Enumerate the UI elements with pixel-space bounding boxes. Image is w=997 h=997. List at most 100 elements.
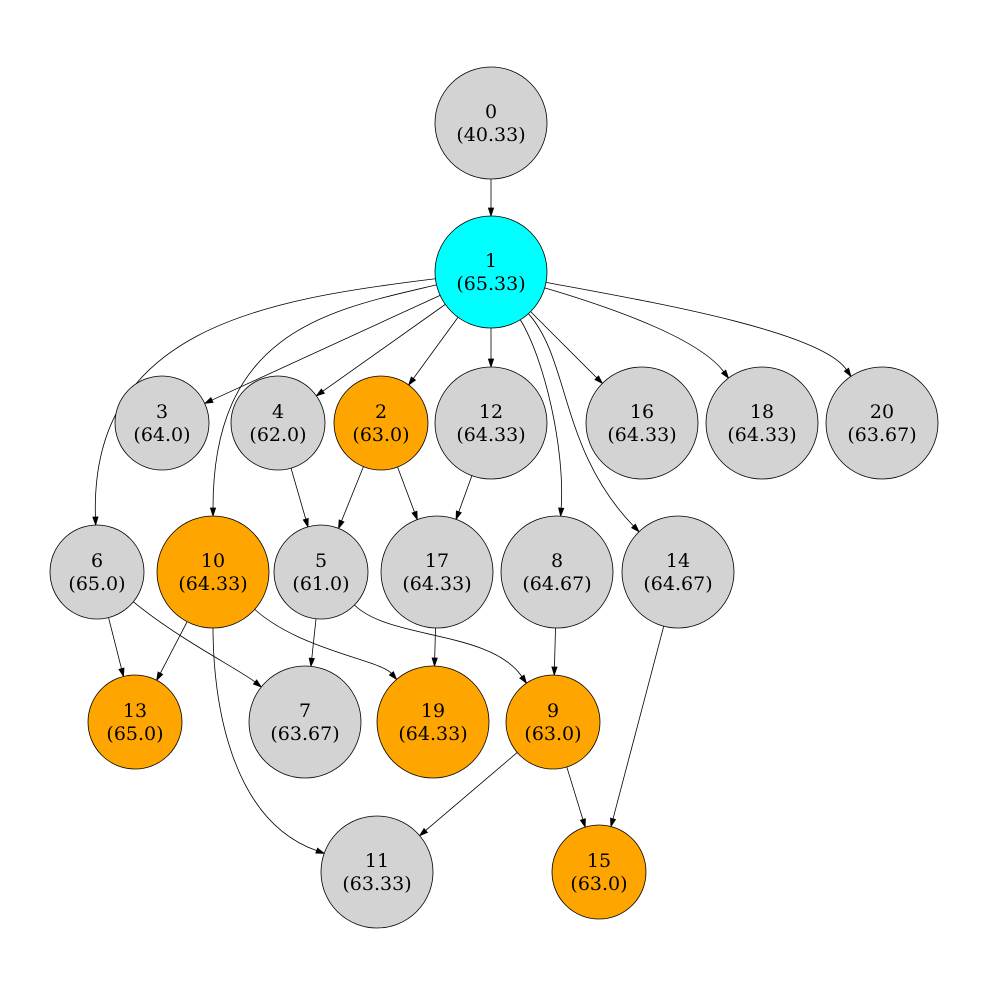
node-16[interactable]: 16(64.33) bbox=[585, 366, 699, 480]
edge-4-to-5 bbox=[290, 468, 309, 529]
arrowhead-icon bbox=[551, 666, 558, 677]
node-value: (63.33) bbox=[342, 873, 411, 895]
node-label: 4 bbox=[272, 401, 284, 423]
node-19[interactable]: 19(64.33) bbox=[376, 665, 490, 779]
node-label: 2 bbox=[375, 401, 387, 423]
edge-line bbox=[530, 311, 598, 379]
node-circle bbox=[585, 366, 699, 480]
node-9[interactable]: 9(63.0) bbox=[505, 674, 601, 770]
node-label: 11 bbox=[365, 850, 389, 872]
node-label: 20 bbox=[870, 401, 894, 423]
edge-line bbox=[254, 609, 392, 674]
node-8[interactable]: 8(64.67) bbox=[500, 515, 614, 629]
edge-line bbox=[528, 313, 634, 527]
node-label: 5 bbox=[315, 550, 327, 572]
arrowhead-icon bbox=[411, 510, 418, 521]
arrowhead-icon bbox=[388, 671, 398, 681]
node-label: 7 bbox=[299, 700, 311, 722]
edge-line bbox=[554, 627, 556, 668]
node-1[interactable]: 1(65.33) bbox=[434, 215, 548, 329]
node-label: 1 bbox=[485, 250, 497, 272]
node-15[interactable]: 15(63.0) bbox=[551, 824, 647, 920]
arrowhead-icon bbox=[209, 507, 217, 518]
node-circle bbox=[500, 515, 614, 629]
node-value: (63.0) bbox=[570, 873, 627, 895]
edge-line bbox=[160, 621, 188, 674]
node-value: (64.33) bbox=[398, 723, 467, 745]
arrowhead-icon bbox=[579, 818, 586, 829]
edge-line bbox=[434, 627, 436, 659]
arrowhead-icon bbox=[407, 376, 417, 387]
arrowhead-icon bbox=[487, 207, 495, 218]
node-label: 15 bbox=[587, 850, 611, 872]
node-14[interactable]: 14(64.67) bbox=[621, 515, 735, 629]
node-0[interactable]: 0(40.33) bbox=[434, 66, 548, 180]
edge-line bbox=[458, 475, 473, 512]
node-circle bbox=[273, 524, 369, 620]
node-label: 3 bbox=[156, 401, 168, 423]
node-13[interactable]: 13(65.0) bbox=[87, 674, 183, 770]
node-circle bbox=[230, 375, 326, 471]
node-value: (64.33) bbox=[178, 573, 247, 595]
node-value: (64.33) bbox=[402, 573, 471, 595]
node-value: (65.0) bbox=[68, 573, 125, 595]
node-12[interactable]: 12(64.33) bbox=[434, 366, 548, 480]
edge-9-to-15 bbox=[566, 766, 586, 829]
edge-line bbox=[212, 284, 437, 509]
edge-2-to-17 bbox=[397, 466, 418, 521]
edge-1-to-18 bbox=[544, 287, 730, 380]
arrowhead-icon bbox=[92, 516, 99, 527]
edge-line bbox=[519, 319, 563, 509]
node-6[interactable]: 6(65.0) bbox=[49, 524, 145, 620]
node-circle bbox=[320, 815, 434, 929]
node-5[interactable]: 5(61.0) bbox=[273, 524, 369, 620]
edge-5-to-9 bbox=[354, 604, 528, 685]
node-circle bbox=[551, 824, 647, 920]
edge-line bbox=[133, 601, 256, 683]
node-value: (64.67) bbox=[643, 573, 712, 595]
node-label: 10 bbox=[201, 550, 225, 572]
node-value: (63.67) bbox=[847, 424, 916, 446]
arrowhead-icon bbox=[431, 657, 438, 668]
node-20[interactable]: 20(63.67) bbox=[825, 366, 939, 480]
node-2[interactable]: 2(63.0) bbox=[333, 375, 429, 471]
edge-line bbox=[108, 617, 122, 669]
node-value: (64.33) bbox=[456, 424, 525, 446]
node-18[interactable]: 18(64.33) bbox=[705, 366, 819, 480]
edge-1-to-20 bbox=[545, 281, 852, 378]
node-7[interactable]: 7(63.67) bbox=[248, 665, 362, 779]
arrowhead-icon bbox=[455, 510, 462, 521]
node-value: (40.33) bbox=[456, 124, 525, 146]
edge-line bbox=[397, 466, 415, 513]
node-17[interactable]: 17(64.33) bbox=[380, 515, 494, 629]
node-4[interactable]: 4(62.0) bbox=[230, 375, 326, 471]
edge-1-to-2 bbox=[407, 317, 459, 387]
arrowhead-icon bbox=[315, 847, 326, 854]
node-value: (65.33) bbox=[456, 273, 525, 295]
node-label: 17 bbox=[425, 550, 449, 572]
node-circle bbox=[380, 515, 494, 629]
edge-line bbox=[413, 317, 459, 379]
edges-layer bbox=[92, 179, 852, 854]
arrowhead-icon bbox=[203, 397, 214, 404]
arrowhead-icon bbox=[308, 657, 315, 668]
edge-line bbox=[322, 304, 446, 392]
edge-1-to-12 bbox=[487, 328, 495, 369]
edge-1-to-3 bbox=[203, 294, 441, 404]
edge-line bbox=[354, 604, 523, 677]
node-10[interactable]: 10(64.33) bbox=[156, 515, 270, 629]
edge-1-to-6 bbox=[92, 278, 436, 527]
edge-line bbox=[212, 627, 317, 852]
node-3[interactable]: 3(64.0) bbox=[114, 375, 210, 471]
node-label: 8 bbox=[551, 550, 563, 572]
node-11[interactable]: 11(63.33) bbox=[320, 815, 434, 929]
edge-line bbox=[311, 618, 317, 659]
edge-5-to-7 bbox=[308, 618, 317, 668]
node-circle bbox=[825, 366, 939, 480]
node-value: (62.0) bbox=[249, 424, 306, 446]
node-circle bbox=[434, 66, 548, 180]
arrowhead-icon bbox=[252, 679, 263, 688]
edge-17-to-19 bbox=[431, 627, 438, 668]
edge-1-to-16 bbox=[530, 311, 604, 385]
